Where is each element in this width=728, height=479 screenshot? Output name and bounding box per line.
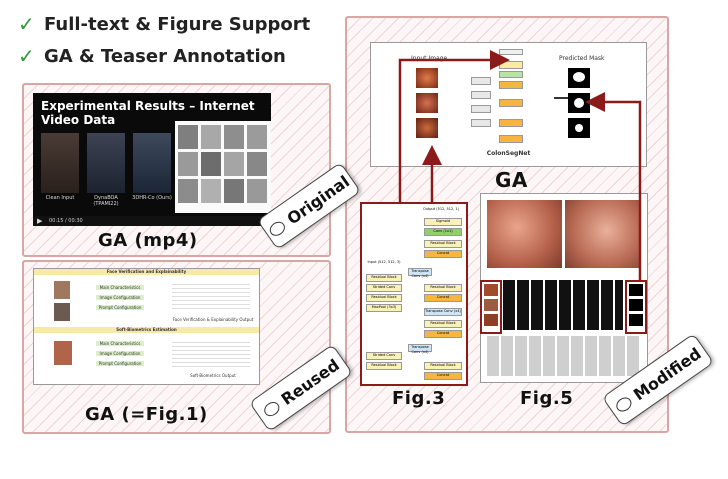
fig3-block: Concat bbox=[424, 250, 462, 258]
mask-image bbox=[568, 93, 590, 113]
colon-image bbox=[487, 200, 562, 268]
video-thumb bbox=[87, 133, 125, 193]
feature-item: ✓ Full-text & Figure Support bbox=[18, 10, 310, 38]
thumb-caption: 3DHR-Co (Ours) bbox=[132, 195, 172, 201]
arrow-icon bbox=[554, 97, 578, 99]
feature-list: ✓ Full-text & Figure Support ✓ GA & Teas… bbox=[18, 10, 310, 70]
fig3-block: Strided Conv bbox=[366, 284, 402, 292]
colonseg-caption: GA bbox=[495, 168, 528, 192]
fig3-block: Residual Block bbox=[366, 294, 402, 302]
speech-bubble-icon bbox=[261, 398, 282, 419]
play-icon[interactable]: ▶ bbox=[37, 217, 43, 225]
input-image bbox=[416, 118, 438, 138]
face-photo bbox=[54, 303, 70, 321]
fig3-output-label: Output (512, 512, 1) bbox=[422, 207, 460, 211]
fig3-block: Transpose Conv (x4) bbox=[424, 308, 462, 316]
section1-header: Face Verification and Explainability bbox=[34, 269, 259, 275]
fig3-caption: Fig.3 bbox=[392, 388, 446, 409]
network-diagram bbox=[471, 47, 551, 147]
fig3-block: Residual Block bbox=[424, 240, 462, 248]
video-thumb bbox=[133, 133, 171, 193]
fig3-block: MaxPool (3x3) bbox=[366, 304, 402, 312]
check-icon: ✓ bbox=[18, 12, 35, 36]
section2-output: Soft-Biometrics Output bbox=[190, 373, 236, 378]
fig3-block: Strided Conv bbox=[366, 352, 402, 360]
mask-image bbox=[568, 118, 590, 138]
video-controls: ▶ 00:15 / 00:30 ⛶ bbox=[33, 216, 271, 226]
input-label: Input Image bbox=[411, 55, 448, 62]
video-thumb bbox=[41, 133, 79, 193]
fig5-figure bbox=[480, 193, 648, 383]
thumb-caption: Clean Input bbox=[45, 195, 75, 201]
fig3-block: Residual Block bbox=[366, 362, 402, 370]
video-time: 00:15 / 00:30 bbox=[49, 218, 83, 224]
mask-strip bbox=[487, 336, 641, 376]
photo-grid bbox=[175, 121, 271, 213]
fig3-block: Transpose Conv (x4) bbox=[408, 344, 432, 354]
feature-item: ✓ GA & Teaser Annotation bbox=[18, 42, 310, 70]
mask-image bbox=[568, 68, 590, 88]
fig1-figure: Face Verification and Explainability Mai… bbox=[33, 268, 260, 385]
network-name: ColonSegNet bbox=[486, 150, 531, 157]
input-image bbox=[416, 93, 438, 113]
mask-grid bbox=[503, 280, 623, 330]
check-icon: ✓ bbox=[18, 44, 35, 68]
colonseg-figure: Input Image Predicted Mask ColonSegNet bbox=[370, 42, 647, 167]
fig1-box: Main Characteristics bbox=[96, 285, 144, 290]
fig3-input-label: Input (512, 512, 3) bbox=[367, 260, 401, 264]
fig3-block: Sigmoid bbox=[424, 218, 462, 226]
thumb-caption: DynaBOA (TPAMI22) bbox=[93, 195, 119, 207]
speech-bubble-icon bbox=[613, 394, 634, 415]
fig3-block: Residual Block bbox=[366, 274, 402, 282]
video-player[interactable]: Experimental Results – Internet Video Da… bbox=[33, 93, 271, 226]
fig1-box: Image Configuration bbox=[96, 351, 144, 356]
fig3-block: Transpose Conv (x4) bbox=[408, 268, 432, 278]
fig3-figure: Output (512, 512, 1) Sigmoid Conv (1x1) … bbox=[360, 202, 468, 386]
response-text bbox=[172, 281, 250, 311]
feature-text: GA & Teaser Annotation bbox=[44, 45, 286, 67]
fig3-block: Concat bbox=[424, 330, 462, 338]
section2-header: Soft-Biometrics Estimation bbox=[34, 327, 259, 333]
input-image bbox=[416, 68, 438, 88]
video-caption: GA (mp4) bbox=[98, 230, 198, 251]
fig1-box: Main Characteristics bbox=[96, 341, 144, 346]
fig1-box: Image Configuration bbox=[96, 295, 144, 300]
section1-output: Face Verification & Explainability Outpu… bbox=[172, 317, 254, 322]
feature-text: Full-text & Figure Support bbox=[44, 13, 311, 35]
fig3-block: Residual Block bbox=[424, 320, 462, 328]
face-photo bbox=[54, 341, 72, 365]
colon-image bbox=[565, 200, 641, 268]
response-text bbox=[172, 339, 250, 367]
output-label: Predicted Mask bbox=[559, 55, 605, 62]
fig5-caption: Fig.5 bbox=[520, 388, 574, 409]
highlight-box-left bbox=[480, 280, 502, 334]
fig1-box: Prompt Configuration bbox=[96, 361, 144, 366]
slide-title: Experimental Results – Internet Video Da… bbox=[41, 99, 255, 127]
fig3-block: Residual Block bbox=[424, 362, 462, 370]
fig3-block: Concat bbox=[424, 372, 462, 380]
fig1-caption: GA (=Fig.1) bbox=[85, 404, 208, 425]
fig3-block: Conv (1x1) bbox=[424, 228, 462, 236]
speech-bubble-icon bbox=[266, 218, 288, 239]
fig1-box: Prompt Configuration bbox=[96, 305, 144, 310]
highlight-box-right bbox=[625, 280, 647, 334]
fig3-block: Concat bbox=[424, 294, 462, 302]
face-photo bbox=[54, 281, 70, 299]
fig3-block: Residual Block bbox=[424, 284, 462, 292]
